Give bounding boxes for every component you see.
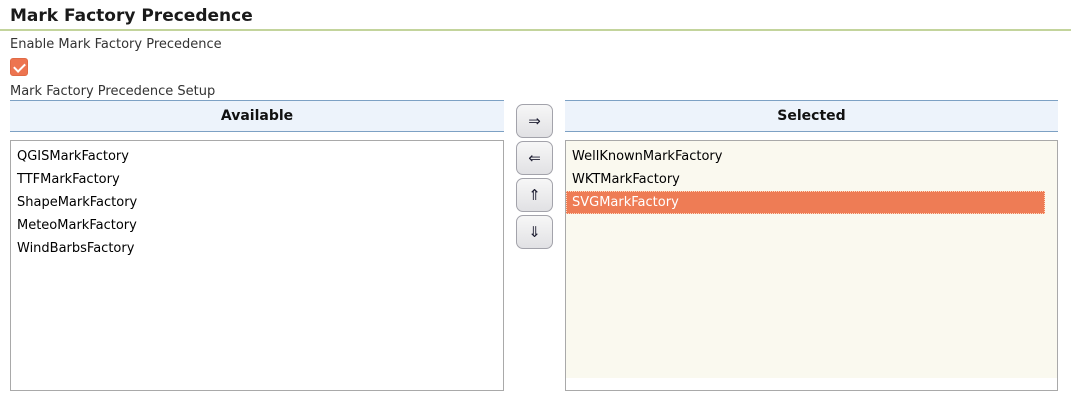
available-list-item[interactable]: TTFMarkFactory xyxy=(17,172,120,187)
right-double-arrow-icon: ⇒ xyxy=(528,112,541,130)
enable-checkbox-row xyxy=(10,58,1071,76)
down-double-arrow-icon: ⇓ xyxy=(528,223,541,241)
selected-list-item[interactable]: SVGMarkFactory xyxy=(566,191,1045,214)
move-to-available-button[interactable]: ⇐ xyxy=(516,141,553,175)
selected-list-item[interactable]: WellKnownMarkFactory xyxy=(572,149,723,164)
palette-button-column: ⇒ ⇐ ⇑ ⇓ xyxy=(504,100,565,249)
precedence-setup-label: Mark Factory Precedence Setup xyxy=(10,84,216,99)
available-list-item[interactable]: ShapeMarkFactory xyxy=(17,195,138,210)
available-list-item[interactable]: MeteoMarkFactory xyxy=(17,218,137,233)
selected-header: Selected xyxy=(565,100,1058,132)
available-list-item[interactable]: WindBarbsFactory xyxy=(17,241,135,256)
left-double-arrow-icon: ⇐ xyxy=(528,149,541,167)
up-double-arrow-icon: ⇑ xyxy=(528,186,541,204)
enable-mark-factory-checkbox[interactable] xyxy=(10,58,28,76)
enable-mark-factory-label: Enable Mark Factory Precedence xyxy=(10,37,222,52)
page-title: Mark Factory Precedence xyxy=(0,0,1071,31)
move-to-selected-button[interactable]: ⇒ xyxy=(516,104,553,138)
available-header: Available xyxy=(10,100,504,132)
move-down-button[interactable]: ⇓ xyxy=(516,215,553,249)
selected-list-item[interactable]: WKTMarkFactory xyxy=(572,172,680,187)
move-up-button[interactable]: ⇑ xyxy=(516,178,553,212)
available-list-item[interactable]: QGISMarkFactory xyxy=(17,149,129,164)
